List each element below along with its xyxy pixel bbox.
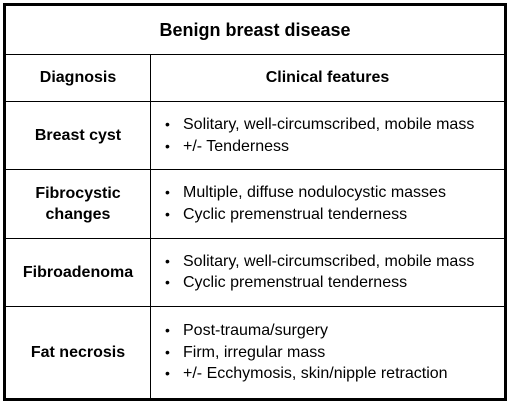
benign-breast-disease-table: Benign breast disease Diagnosis Clinical…	[3, 3, 507, 401]
list-item: •Firm, irregular mass	[165, 343, 326, 361]
diagnosis-cell: Fibrocystic changes	[5, 169, 151, 239]
bullet-icon: •	[165, 137, 170, 154]
bullet-icon: •	[165, 252, 170, 269]
list-item: •Solitary, well-circumscribed, mobile ma…	[165, 252, 475, 270]
bullet-icon: •	[165, 116, 170, 133]
diagnosis-cell: Fat necrosis	[5, 305, 151, 400]
table-row: Breast cyst •Solitary, well-circumscribe…	[5, 101, 505, 171]
bullet-icon: •	[165, 322, 170, 339]
list-item: •Post-trauma/surgery	[165, 322, 328, 340]
features-list: •Post-trauma/surgery •Firm, irregular ma…	[165, 320, 504, 385]
bullet-icon: •	[165, 274, 170, 291]
header-row: Diagnosis Clinical features	[5, 54, 505, 103]
features-list: •Solitary, well-circumscribed, mobile ma…	[165, 251, 504, 294]
list-item: •+/- Ecchymosis, skin/nipple retraction	[165, 365, 448, 383]
features-cell: •Post-trauma/surgery •Firm, irregular ma…	[150, 305, 505, 400]
table-row: Fat necrosis •Post-trauma/surgery •Firm,…	[5, 305, 505, 400]
list-item: •Cyclic premenstrual tenderness	[165, 274, 408, 292]
bullet-icon: •	[165, 184, 170, 201]
features-cell: •Solitary, well-circumscribed, mobile ma…	[150, 101, 505, 171]
features-cell: •Multiple, diffuse nodulocystic masses •…	[150, 169, 505, 239]
list-item: •+/- Tenderness	[165, 137, 289, 155]
list-item: •Solitary, well-circumscribed, mobile ma…	[165, 116, 475, 134]
bullet-icon: •	[165, 343, 170, 360]
features-list: •Solitary, well-circumscribed, mobile ma…	[165, 114, 504, 157]
list-item: •Multiple, diffuse nodulocystic masses	[165, 184, 446, 202]
table-row: Fibroadenoma •Solitary, well-circumscrib…	[5, 237, 505, 307]
table-row: Fibrocystic changes •Multiple, diffuse n…	[5, 169, 505, 239]
list-item: •Cyclic premenstrual tenderness	[165, 205, 408, 223]
header-clinical-features: Clinical features	[150, 54, 505, 103]
bullet-icon: •	[165, 365, 170, 382]
diagnosis-cell: Fibroadenoma	[5, 237, 151, 307]
table: Benign breast disease Diagnosis Clinical…	[5, 4, 505, 400]
title-row: Benign breast disease	[5, 4, 505, 56]
header-diagnosis: Diagnosis	[5, 54, 151, 103]
bullet-icon: •	[165, 205, 170, 222]
features-cell: •Solitary, well-circumscribed, mobile ma…	[150, 237, 505, 307]
table-title: Benign breast disease	[5, 4, 505, 56]
diagnosis-cell: Breast cyst	[5, 101, 151, 171]
features-list: •Multiple, diffuse nodulocystic masses •…	[165, 182, 504, 225]
